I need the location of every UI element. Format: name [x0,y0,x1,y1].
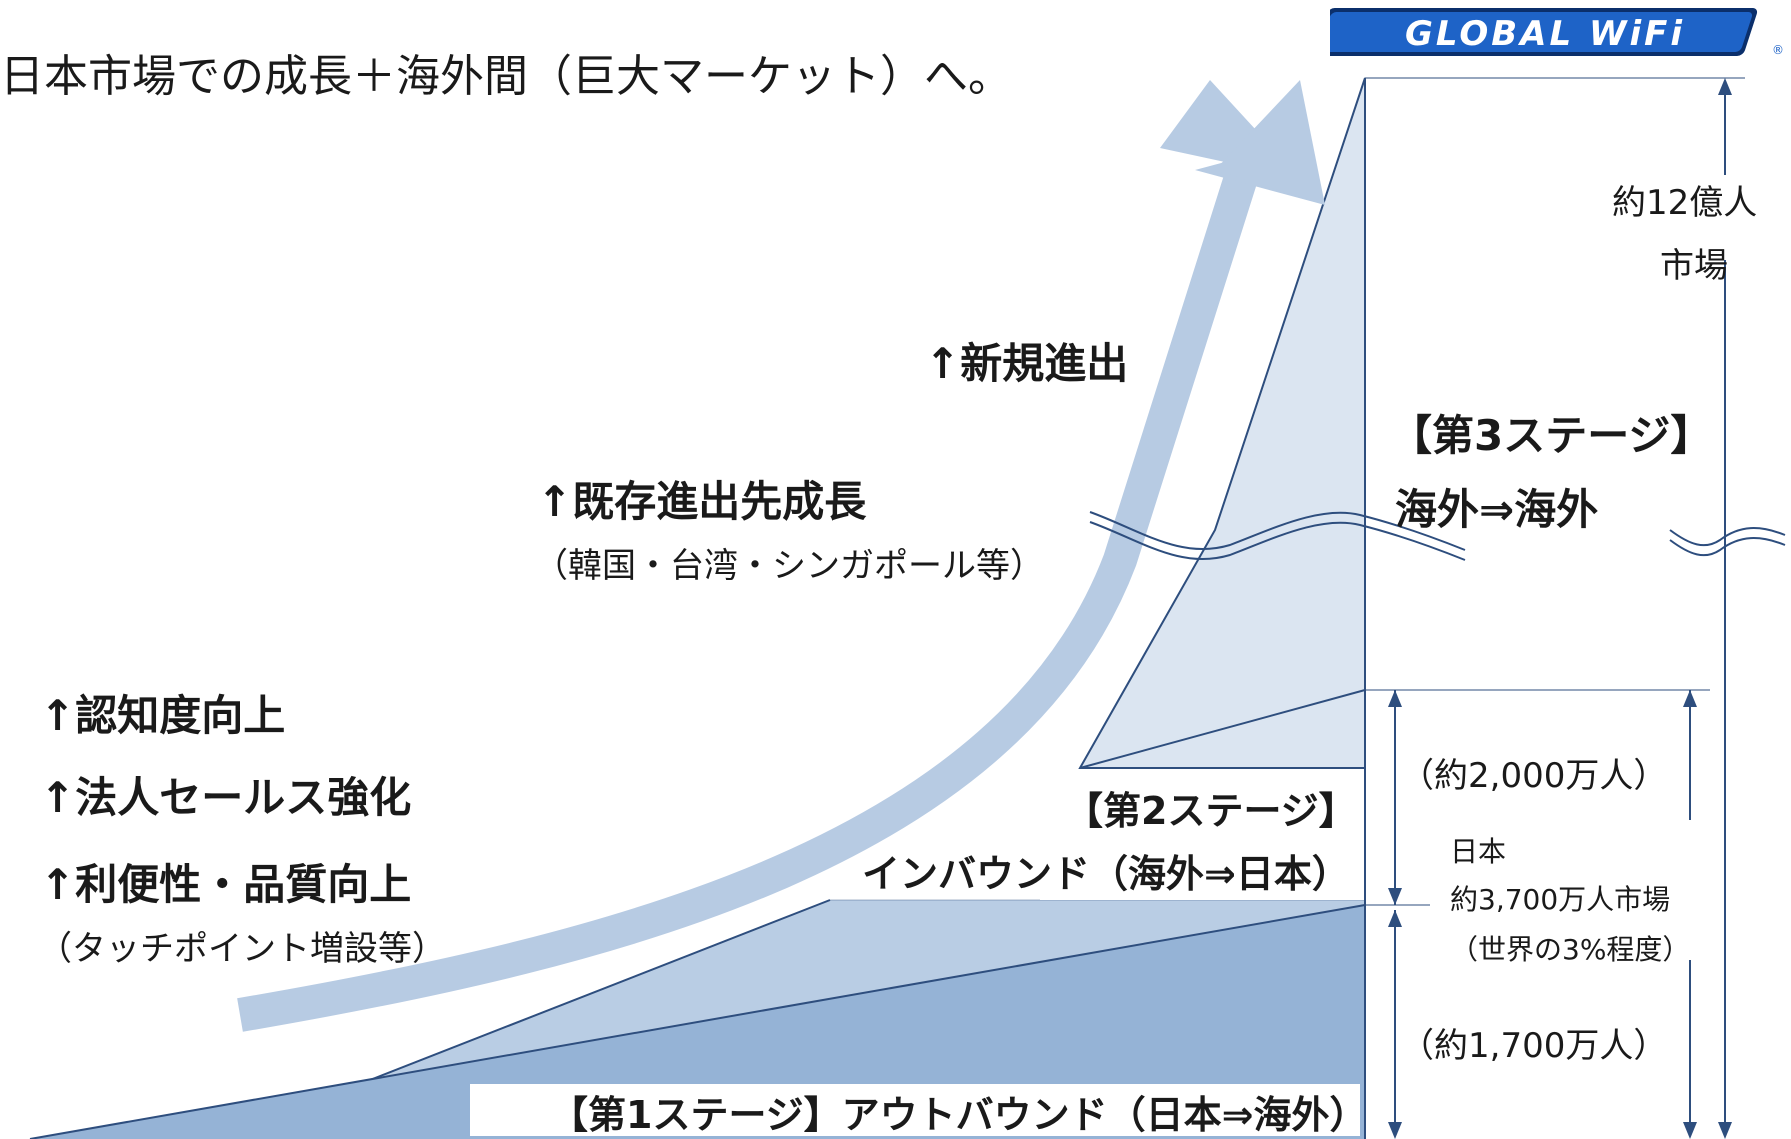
global-wifi-logo: GLOBAL WiFi ® [1330,8,1784,57]
label-touchpoints: （タッチポイント増設等） [38,929,446,969]
stage3-title: 【第3ステージ】 [1390,411,1713,460]
page-title: 日本市場での成長＋海外間（巨大マーケット）へ。 [0,51,1012,102]
japan-label: 日本 [1450,835,1507,868]
stage1-area [30,905,1365,1139]
outbound-size: （約1,700万人） [1400,1026,1668,1066]
label-existing-growth: ↑既存進出先成長 [537,477,867,526]
logo-registered-mark: ® [1772,43,1784,57]
label-existing-examples: （韓国・台湾・シンガポール等） [534,546,1044,586]
japan-market-size: 約3,700万人市場 [1450,883,1671,916]
stage1-title: 【第1ステージ】アウトバウンド（日本⇒海外） [550,1093,1368,1137]
stage2-title: 【第2ステージ】 [1065,789,1357,833]
label-awareness: ↑認知度向上 [40,691,286,740]
label-new-entry: ↑新規進出 [925,339,1129,388]
break-wave-left [1089,511,1466,551]
global-market-label: 市場 [1660,246,1728,286]
growth-arrow [237,159,1262,1032]
global-market-size: 約12億人 [1612,183,1758,223]
japan-world-share: （世界の3%程度） [1450,933,1691,966]
label-corporate-sales: ↑法人セールス強化 [40,773,412,822]
label-convenience-quality: ↑利便性・品質向上 [40,860,412,909]
logo-text: GLOBAL WiFi [1405,14,1685,54]
break-wave-right [1669,527,1786,547]
stage1-banner: 【第1ステージ】アウトバウンド（日本⇒海外） [470,1084,1368,1137]
stage3-subtitle: 海外⇒海外 [1395,485,1599,534]
stage2-subtitle: インバウンド（海外⇒日本） [862,852,1350,896]
inbound-size: （約2,000万人） [1400,756,1668,796]
